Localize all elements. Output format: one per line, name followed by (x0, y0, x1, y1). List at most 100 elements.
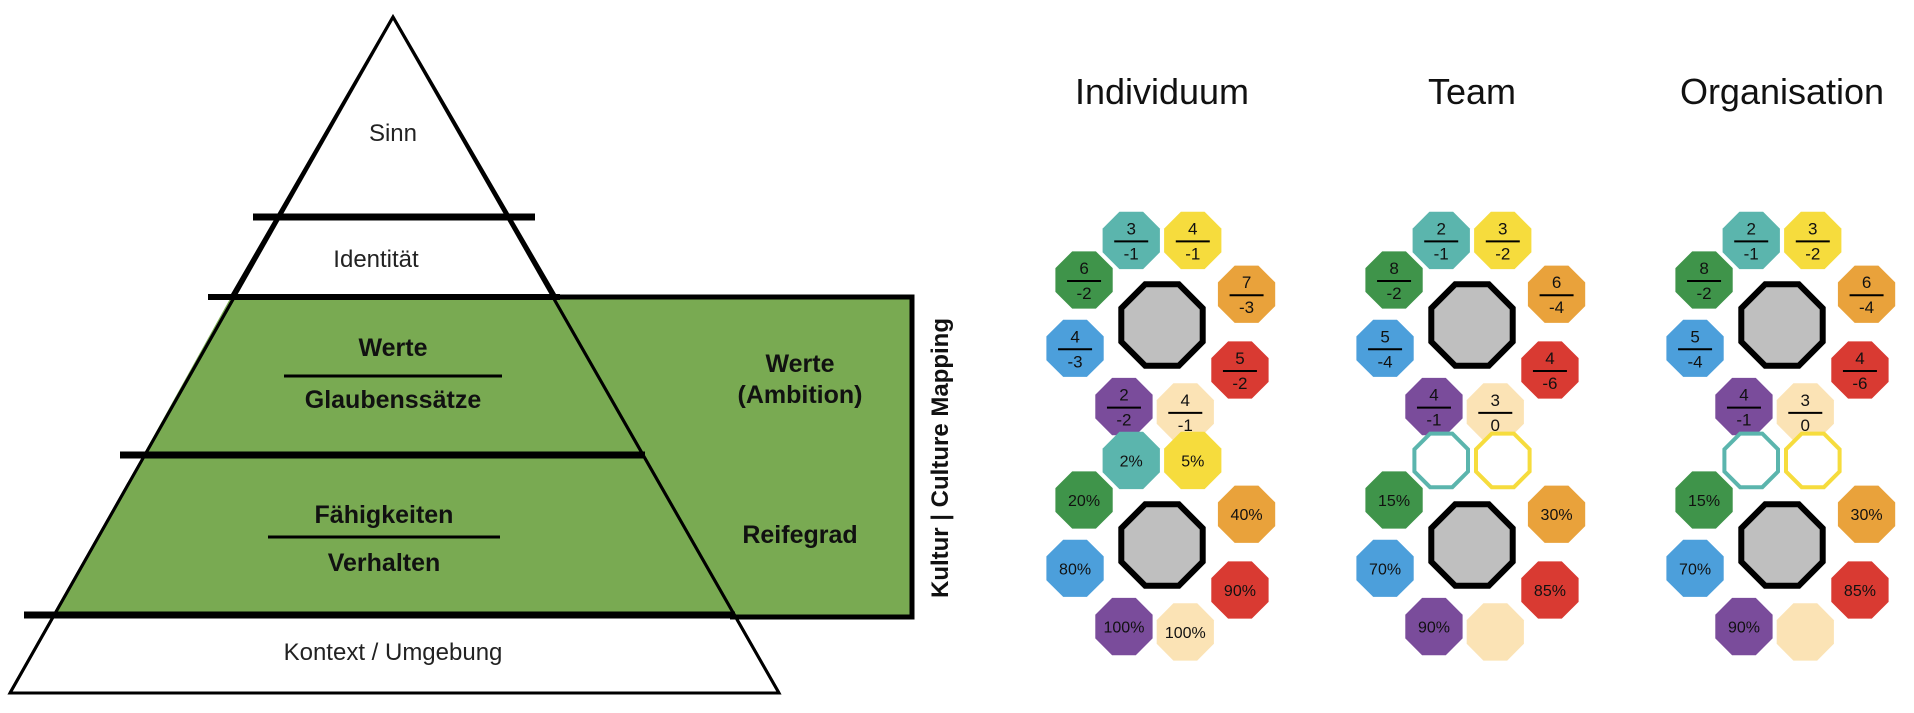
value-octagon-purple: 2-2 (1095, 377, 1153, 436)
maturity-value: 90% (1418, 620, 1450, 637)
maturity-octagon-blue: 70% (1356, 539, 1414, 597)
value-denominator: -1 (1185, 244, 1200, 263)
column-team: Team2-13-26-44-6304-15-48-230%85%90%70%1… (1356, 71, 1586, 661)
maturity-octagon-yellow (1784, 431, 1842, 490)
vertical-label-culture-mapping: Kultur | Culture Mapping (927, 318, 954, 598)
value-octagon-green: 8-2 (1365, 251, 1423, 309)
value-octagon-yellow: 3-2 (1784, 211, 1842, 270)
value-octagon-green: 8-2 (1675, 251, 1733, 309)
value-denominator: -1 (1178, 416, 1193, 435)
maturity-value: 100% (1165, 625, 1206, 642)
maturity-octagon-orange: 30% (1527, 485, 1586, 543)
value-numerator: 3 (1808, 219, 1817, 238)
maturity-value: 15% (1378, 493, 1410, 510)
maturity-octagon-red: 85% (1521, 561, 1579, 619)
value-denominator: 0 (1491, 416, 1500, 435)
maturity-octagon-red: 90% (1211, 561, 1269, 619)
value-octagon-yellow: 3-2 (1474, 211, 1532, 270)
value-octagon-red: 4-6 (1521, 341, 1579, 399)
maturity-octagon-purple: 100% (1095, 597, 1153, 656)
side-label-reifegrad: Reifegrad (742, 521, 857, 549)
maturity-octagon-purple: 90% (1405, 597, 1463, 656)
octagon-shape (1365, 471, 1423, 529)
maturity-value: 15% (1688, 493, 1720, 510)
value-octagon-purple: 4-1 (1405, 377, 1463, 436)
value-octagon-teal: 2-1 (1412, 211, 1470, 270)
octagon-shape (1095, 597, 1153, 656)
value-denominator: -4 (1859, 298, 1874, 317)
octagon-shape (1722, 431, 1780, 490)
octagon-shape (1521, 561, 1579, 619)
pyramid-right-edge (391, 16, 781, 694)
octagon-shape (1776, 603, 1834, 661)
maturity-value: 90% (1224, 583, 1256, 600)
octagon-shape (1527, 485, 1586, 543)
octagon-shape (1405, 597, 1463, 656)
maturity-octagon-orange: 40% (1217, 485, 1276, 543)
maturity-octagon-teal (1722, 431, 1780, 490)
value-octagon-orange: 6-4 (1837, 265, 1896, 323)
maturity-value: 80% (1059, 561, 1091, 578)
value-octagon-orange: 6-4 (1527, 265, 1586, 323)
octagon-shape (1164, 431, 1222, 490)
value-octagon-cream: 30 (1466, 383, 1524, 441)
value-numerator: 2 (1119, 386, 1128, 405)
maturity-octagon-purple: 90% (1715, 597, 1773, 656)
maturity-octagon-blue: 80% (1046, 539, 1104, 597)
value-numerator: 4 (1545, 349, 1554, 368)
value-denominator: -2 (1232, 374, 1247, 393)
culture-box-outline (556, 294, 915, 620)
pyramid-left-edge (8, 16, 395, 694)
column-title: Organisation (1680, 71, 1884, 112)
value-denominator: -2 (1076, 284, 1091, 303)
maturity-value: 30% (1851, 507, 1883, 524)
level-faehigkeiten: Fähigkeiten (315, 501, 454, 529)
side-label-ambition: (Ambition) (738, 381, 863, 409)
octagon-shape (1466, 603, 1524, 661)
octagon-shape (1102, 431, 1160, 490)
octagon-shape (1356, 539, 1414, 597)
value-numerator: 5 (1235, 349, 1244, 368)
octagon-shape (1412, 431, 1470, 490)
value-numerator: 5 (1380, 327, 1389, 346)
value-numerator: 2 (1436, 219, 1445, 238)
value-denominator: -2 (1116, 411, 1131, 430)
octagon-shape (1217, 485, 1276, 543)
level-werte: Werte (358, 334, 427, 362)
value-denominator: -2 (1805, 244, 1820, 263)
value-octagon-red: 4-6 (1831, 341, 1889, 399)
value-numerator: 8 (1699, 259, 1708, 278)
octagon-shape (1211, 561, 1269, 619)
column-individuum: Individuum3-14-17-35-24-12-24-36-22%5%40… (1046, 71, 1276, 661)
value-numerator: 6 (1079, 259, 1088, 278)
maturity-value: 2% (1120, 453, 1143, 470)
octagon-shape (1095, 377, 1153, 436)
maturity-value: 85% (1534, 583, 1566, 600)
center-octagon (1428, 501, 1516, 589)
center-octagon (1738, 501, 1826, 589)
maturity-value: 70% (1679, 561, 1711, 578)
values-cluster: 3-14-17-35-24-12-24-36-2 (1046, 211, 1276, 441)
value-denominator: -1 (1434, 244, 1449, 263)
value-octagon-cream: 4-1 (1156, 383, 1214, 441)
octagon-shape (1784, 431, 1842, 490)
value-denominator: -2 (1495, 244, 1510, 263)
value-numerator: 6 (1862, 273, 1871, 292)
maturity-cluster: 30% 85% 90% 70% 15% (1666, 431, 1896, 661)
value-octagon-blue: 5-4 (1356, 319, 1414, 377)
center-octagon (1428, 281, 1516, 369)
value-denominator: -4 (1378, 352, 1393, 371)
maturity-value: 85% (1844, 583, 1876, 600)
octagon-shape (1046, 539, 1104, 597)
maturity-octagon-blue: 70% (1666, 539, 1724, 597)
maturity-value: 70% (1369, 561, 1401, 578)
maturity-octagon-red: 85% (1831, 561, 1889, 619)
value-octagon-teal: 3-1 (1102, 211, 1160, 270)
value-denominator: 0 (1801, 416, 1810, 435)
value-numerator: 4 (1739, 386, 1748, 405)
maturity-value: 20% (1068, 493, 1100, 510)
level-kontext: Kontext / Umgebung (284, 639, 503, 666)
value-denominator: -1 (1124, 244, 1139, 263)
